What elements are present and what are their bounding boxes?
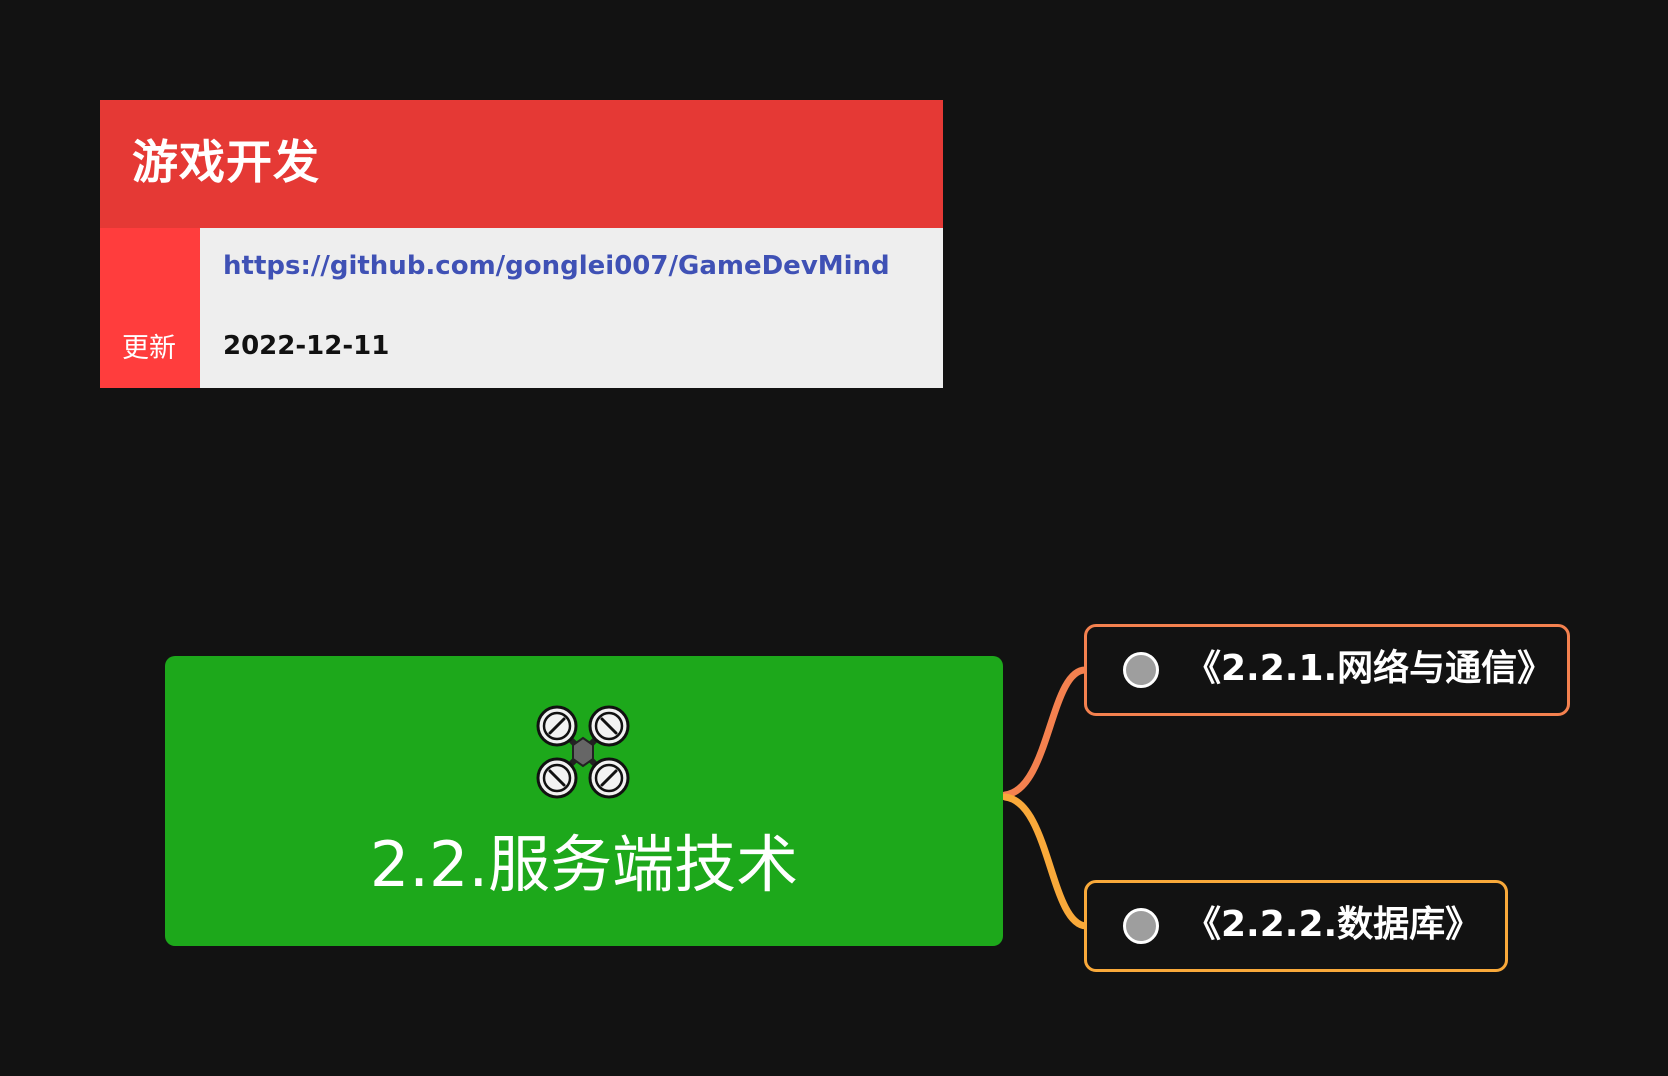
card-title: 游戏开发	[132, 135, 320, 189]
update-date: 2022-12-11	[223, 331, 390, 361]
bullet-icon	[1123, 652, 1159, 688]
card-side-column: 更新	[100, 228, 200, 388]
bullet-icon	[1123, 908, 1159, 944]
card-title-bar: 游戏开发	[100, 100, 943, 228]
info-card: 游戏开发 更新 https://github.com/gonglei007/Ga…	[100, 100, 943, 388]
branch-label: 《2.2.2.数据库》	[1185, 904, 1482, 945]
connector-branch-2	[1001, 793, 1090, 930]
central-topic-title: 2.2.服务端技术	[369, 828, 799, 901]
drone-icon	[536, 705, 630, 799]
github-link[interactable]: https://github.com/gonglei007/GameDevMin…	[223, 251, 890, 281]
branch-topic-database[interactable]: 《2.2.2.数据库》	[1084, 880, 1508, 972]
central-topic[interactable]: 2.2.服务端技术	[165, 656, 1003, 946]
connector-branch-1	[1001, 666, 1090, 799]
card-body: https://github.com/gonglei007/GameDevMin…	[200, 228, 943, 388]
branch-topic-network[interactable]: 《2.2.1.网络与通信》	[1084, 624, 1570, 716]
branch-label: 《2.2.1.网络与通信》	[1185, 648, 1554, 689]
update-label: 更新	[122, 333, 176, 364]
